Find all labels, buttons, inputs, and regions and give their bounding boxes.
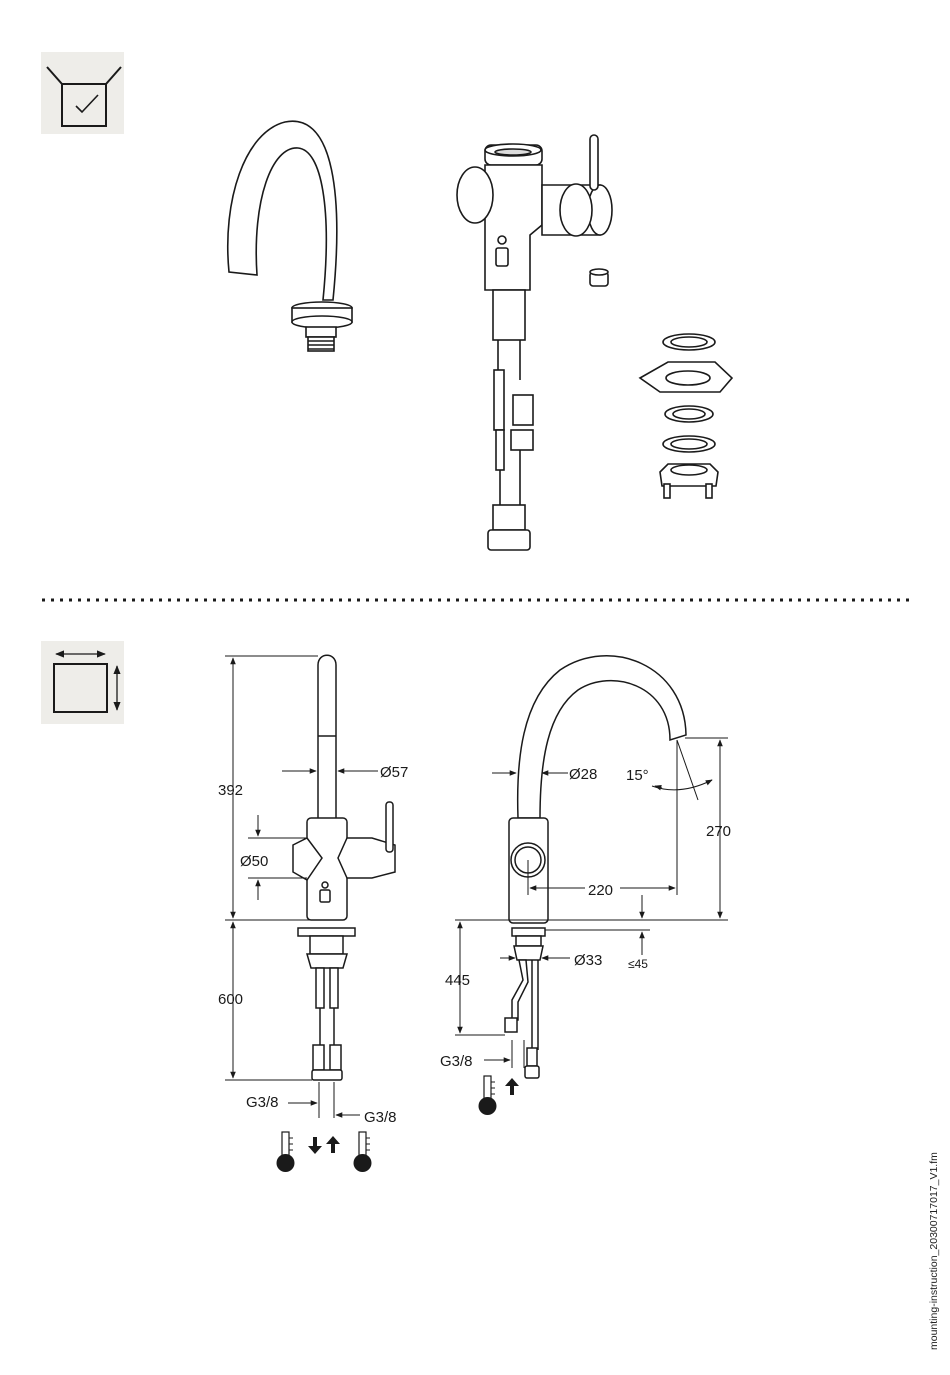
supply-up-arrow-icon	[505, 1078, 519, 1095]
cold-thermometer-icon	[277, 1132, 295, 1172]
dim-392: 392	[218, 782, 243, 799]
front-view-drawing	[293, 655, 395, 1080]
dim-thread-side: G3/8	[440, 1053, 473, 1070]
dim-angle-15: 15°	[626, 767, 649, 784]
footer-filename: mounting-instruction_20300717017_V1.fm	[928, 1030, 940, 1350]
side-thermometer-icon	[479, 1076, 497, 1115]
mixer-body-part	[457, 135, 612, 550]
spout-part	[228, 121, 352, 351]
dim-thread-left: G3/8	[246, 1094, 279, 1111]
dimension-square-icon	[41, 641, 124, 724]
dim-600: 600	[218, 991, 243, 1008]
dim-diameter-50: Ø50	[240, 853, 268, 870]
dim-diameter-28: Ø28	[569, 766, 597, 783]
box-with-checkmark-icon	[41, 52, 124, 134]
flow-arrows-icon	[308, 1136, 340, 1154]
dim-max-45: ≤45	[628, 957, 648, 971]
dim-diameter-57: Ø57	[380, 764, 408, 781]
side-view-dimensions	[455, 738, 728, 1068]
dim-diameter-33: Ø33	[574, 952, 602, 969]
front-view-dimensions	[225, 656, 378, 1118]
dim-270: 270	[706, 823, 731, 840]
dim-220: 220	[588, 882, 613, 899]
mounting-set-part	[640, 334, 732, 498]
dim-445: 445	[445, 972, 470, 989]
side-view-drawing	[505, 656, 686, 1078]
hot-thermometer-icon	[354, 1132, 372, 1172]
dim-thread-right: G3/8	[364, 1109, 397, 1126]
cap-part	[590, 269, 608, 286]
